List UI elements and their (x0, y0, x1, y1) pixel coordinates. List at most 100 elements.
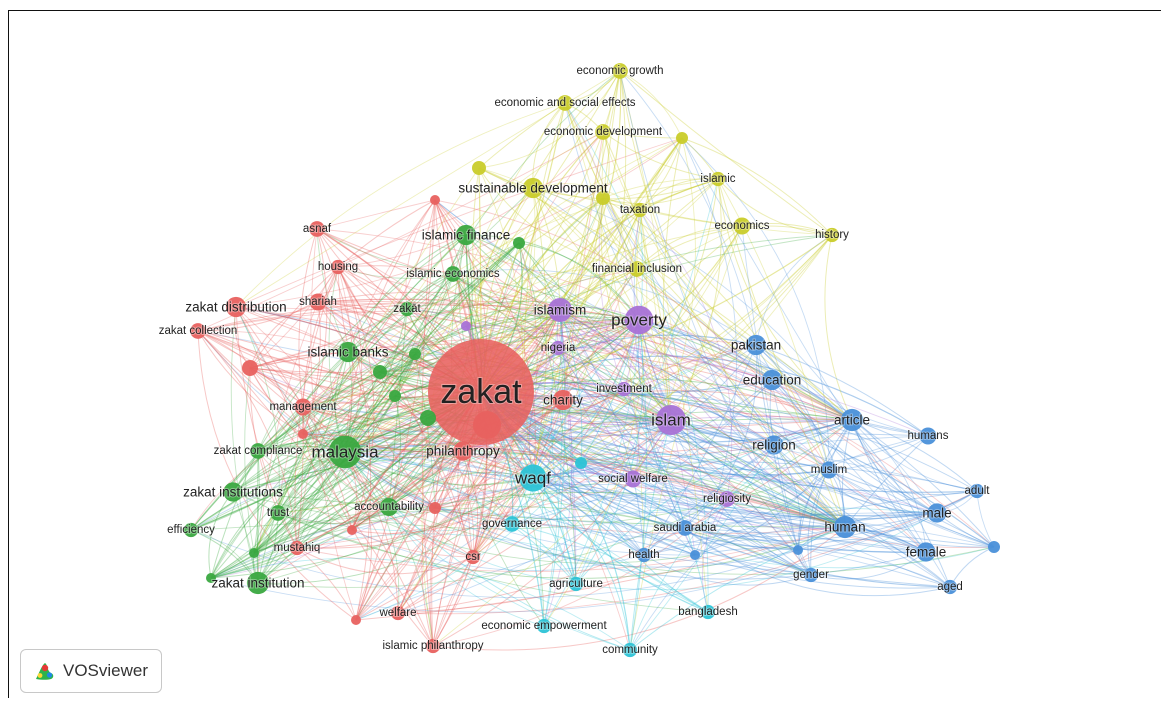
aux-node[interactable] (420, 410, 436, 426)
label-humans: humans (908, 430, 949, 442)
link-edge (532, 187, 773, 381)
node-zakat-collection[interactable] (190, 323, 206, 339)
link-edge (432, 399, 564, 647)
node-islamic-finance[interactable] (455, 224, 477, 246)
node-malaysia[interactable] (328, 435, 362, 469)
aux-node[interactable] (206, 573, 216, 583)
link-edge (344, 451, 474, 558)
node-history[interactable] (824, 227, 840, 243)
node-islamic-philanthropy[interactable] (425, 638, 441, 654)
node-financial-inclusion[interactable] (629, 261, 645, 277)
node-education[interactable] (761, 369, 783, 391)
node-taxation[interactable] (632, 202, 648, 218)
link-edge (316, 228, 349, 353)
node-islamic[interactable] (710, 171, 726, 187)
node-investment[interactable] (616, 381, 632, 397)
aux-node[interactable] (461, 321, 471, 331)
aux-node[interactable] (472, 161, 486, 175)
aux-node[interactable] (473, 411, 501, 439)
link-edge (629, 526, 846, 651)
node-zakat-institution[interactable] (246, 571, 270, 595)
node-economic-and-social-effects[interactable] (557, 95, 573, 111)
link-edge (388, 471, 534, 508)
link-edge (532, 344, 757, 479)
link-edge (619, 70, 709, 613)
aux-node[interactable] (575, 457, 587, 469)
link-edge (580, 319, 640, 464)
aux-node[interactable] (676, 132, 688, 144)
node-mustahiq[interactable] (289, 540, 305, 556)
aux-node[interactable] (596, 191, 610, 205)
node-aged[interactable] (942, 579, 958, 595)
node-economic-growth[interactable] (612, 63, 628, 79)
aux-node[interactable] (513, 237, 525, 249)
node-asnaf[interactable] (309, 221, 325, 237)
node-poverty[interactable] (624, 305, 654, 335)
node-islamic-economics[interactable] (445, 266, 461, 282)
aux-node[interactable] (373, 365, 387, 379)
node-zakat[interactable] (428, 339, 534, 445)
node-islamism[interactable] (548, 298, 572, 322)
node-islamic-banks[interactable] (337, 341, 359, 363)
node-charity[interactable] (552, 389, 574, 411)
node-philanthropy[interactable] (453, 441, 473, 461)
node-adult[interactable] (969, 483, 985, 499)
link-edge (462, 450, 479, 558)
aux-node[interactable] (793, 545, 803, 555)
vosviewer-badge[interactable]: VOSviewer (20, 649, 162, 693)
link-edge (257, 411, 853, 584)
node-pakistan[interactable] (745, 334, 767, 356)
node-sustainable-development[interactable] (522, 177, 544, 199)
node-economics[interactable] (733, 217, 751, 235)
node-zakat-compliance[interactable] (250, 443, 266, 459)
node-gender[interactable] (803, 567, 819, 583)
node-community[interactable] (622, 642, 638, 658)
node-health[interactable] (636, 547, 652, 563)
node-muslim[interactable] (820, 461, 838, 479)
aux-node[interactable] (429, 502, 441, 514)
node-efficiency[interactable] (183, 522, 199, 538)
aux-node[interactable] (430, 195, 440, 205)
link-edge (717, 178, 833, 236)
node-waqf[interactable] (519, 464, 547, 492)
node-religion[interactable] (764, 435, 784, 455)
node-article[interactable] (840, 408, 864, 432)
link-edge (511, 523, 645, 556)
node-economic-development[interactable] (595, 124, 611, 140)
node-religiosity[interactable] (719, 491, 735, 507)
aux-node[interactable] (988, 541, 1000, 553)
node-saudi-arabia[interactable] (677, 520, 693, 536)
node-zakat-distribution[interactable] (225, 296, 247, 318)
node-social-welfare[interactable] (624, 470, 642, 488)
node-male[interactable] (927, 503, 947, 523)
node-humans[interactable] (919, 427, 937, 445)
aux-node[interactable] (351, 615, 361, 625)
node-nigeria[interactable] (550, 340, 566, 356)
aux-node[interactable] (409, 348, 421, 360)
node-zakat-institutions[interactable] (223, 482, 243, 502)
node-welfare[interactable] (390, 605, 406, 621)
node-bangladesh[interactable] (700, 604, 716, 620)
aux-node[interactable] (347, 525, 357, 535)
node-housing[interactable] (330, 259, 346, 275)
aux-node[interactable] (242, 360, 258, 376)
link-edge (434, 199, 773, 381)
node-economic-empowerment[interactable] (536, 618, 552, 634)
node-csr[interactable] (465, 549, 481, 565)
aux-node[interactable] (249, 548, 259, 558)
node-management[interactable] (294, 398, 312, 416)
aux-node[interactable] (690, 550, 700, 560)
node-accountability[interactable] (379, 497, 399, 517)
node-agriculture[interactable] (568, 576, 584, 592)
node-trust[interactable] (270, 505, 286, 521)
aux-node[interactable] (389, 390, 401, 402)
node-zakat-accent[interactable] (399, 301, 415, 317)
link-edge (190, 451, 346, 531)
node-shariah[interactable] (309, 293, 327, 311)
node-governance[interactable] (504, 516, 520, 532)
aux-node[interactable] (298, 429, 308, 439)
node-human[interactable] (833, 515, 857, 539)
node-female[interactable] (916, 542, 936, 562)
node-islam[interactable] (655, 404, 687, 436)
